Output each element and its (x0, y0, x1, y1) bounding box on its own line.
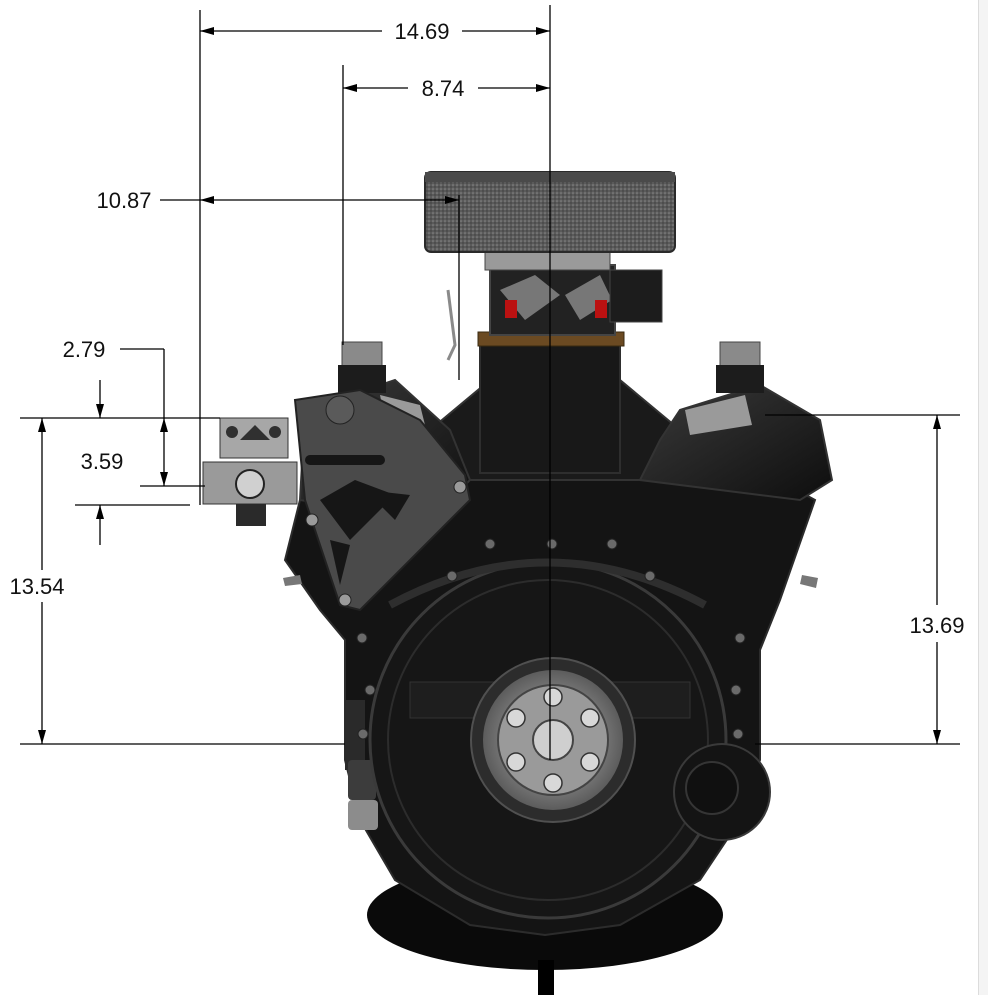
dim-left-height: 13.54 (9, 574, 64, 599)
engine-illustration (202, 171, 834, 995)
dim-carb-offset: 10.87 (96, 188, 151, 213)
dimension-labels: 14.69 8.74 10.87 2.79 3.59 13.54 13.69 (9, 19, 964, 638)
right-cylinder-head (638, 341, 834, 502)
dim-mount-upper: 2.79 (63, 337, 106, 362)
carburetor (446, 249, 663, 361)
dim-top-width: 14.69 (394, 19, 449, 44)
motor-mount-bracket (202, 388, 472, 612)
dim-right-height: 13.69 (909, 613, 964, 638)
dim-mount-height: 3.59 (81, 449, 124, 474)
dimension-arrows (38, 27, 941, 744)
dim-center-offset: 8.74 (422, 76, 465, 101)
scrollbar-track[interactable] (978, 0, 988, 995)
